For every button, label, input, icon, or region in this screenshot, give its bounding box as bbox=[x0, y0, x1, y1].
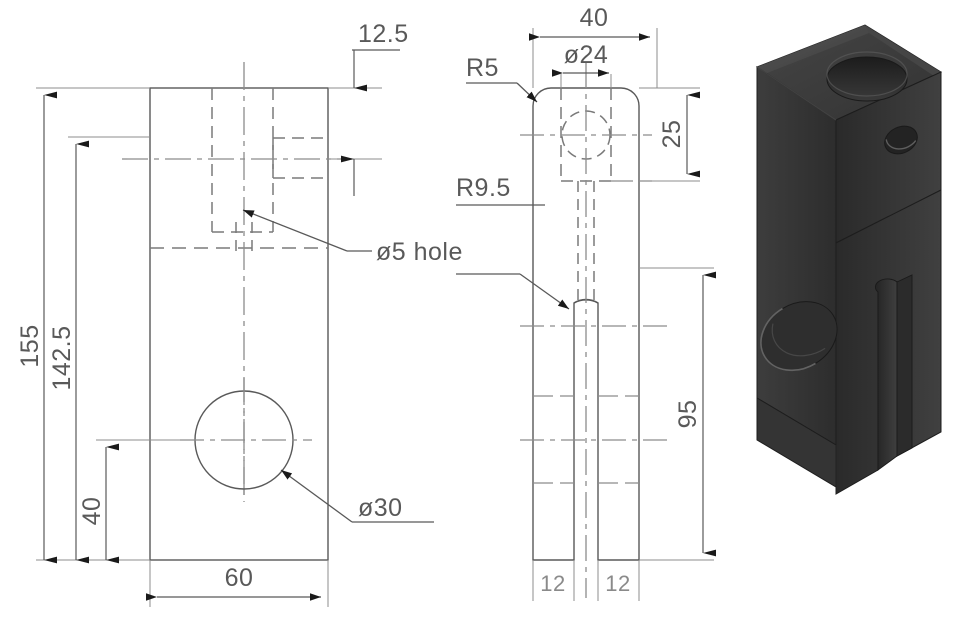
dim-95 bbox=[639, 267, 716, 561]
dim-12point5 bbox=[328, 49, 400, 196]
dim-60-label: 60 bbox=[225, 564, 254, 592]
dim-40-front bbox=[529, 28, 658, 88]
dim-12point5-label: 12.5 bbox=[358, 20, 409, 48]
side-view-hidden-lines bbox=[211, 88, 328, 233]
iso-top-bore bbox=[826, 56, 908, 102]
front-view: R5 R9.5 40 ø24 bbox=[456, 4, 716, 601]
dim-142point5-label: 142.5 bbox=[48, 325, 76, 390]
iso-slot-wall bbox=[896, 274, 913, 457]
dim-12-right bbox=[597, 560, 640, 601]
front-slot-hidden bbox=[577, 181, 595, 303]
dim-12-left bbox=[532, 560, 575, 601]
large-hole-label: ø30 bbox=[358, 494, 403, 522]
large-hole-leader bbox=[280, 469, 434, 523]
iso-small-hole-highlight bbox=[885, 139, 917, 150]
large-hole-centerlines bbox=[180, 378, 312, 502]
dim-40-side-label: 40 bbox=[78, 497, 106, 526]
dim-142point5 bbox=[68, 136, 150, 564]
isometric-view bbox=[755, 24, 943, 495]
iso-top-chamfer-left bbox=[757, 25, 869, 75]
r9point5-label: R9.5 bbox=[456, 174, 511, 202]
dim-25 bbox=[639, 87, 700, 182]
dim-dia24-label: ø24 bbox=[564, 41, 609, 69]
iso-slot-cut bbox=[874, 278, 898, 471]
dim-60 bbox=[146, 560, 329, 607]
iso-front-top-edge bbox=[756, 66, 837, 121]
side-view: ø5 hole ø30 12.5 155 bbox=[16, 20, 463, 607]
iso-front-face bbox=[756, 66, 837, 446]
small-hole-label: ø5 hole bbox=[376, 238, 463, 266]
r5-label: R5 bbox=[466, 54, 499, 82]
front-leg-tick-upper bbox=[533, 395, 639, 484]
iso-top-bore-rim bbox=[826, 51, 908, 97]
r5-leader bbox=[466, 82, 538, 103]
small-hole-hidden-lines bbox=[235, 222, 253, 258]
dim-12-right-label: 12 bbox=[605, 571, 630, 596]
dim-95-label: 95 bbox=[674, 400, 702, 429]
dim-12-left-label: 12 bbox=[540, 571, 565, 596]
small-hole-leader bbox=[242, 209, 372, 252]
iso-large-hole-inner-edge bbox=[771, 323, 826, 357]
dim-155-label: 155 bbox=[16, 324, 44, 367]
iso-top-chamfer-right bbox=[865, 25, 941, 76]
iso-large-hole-bore-highlight bbox=[760, 307, 816, 372]
dim-40-side bbox=[96, 439, 180, 564]
side-view-outline bbox=[149, 87, 329, 561]
dim-25-label: 25 bbox=[658, 120, 686, 149]
r9point5-leader bbox=[456, 273, 570, 310]
dim-40-front-label: 40 bbox=[580, 4, 609, 32]
dim-dia24 bbox=[552, 69, 612, 88]
